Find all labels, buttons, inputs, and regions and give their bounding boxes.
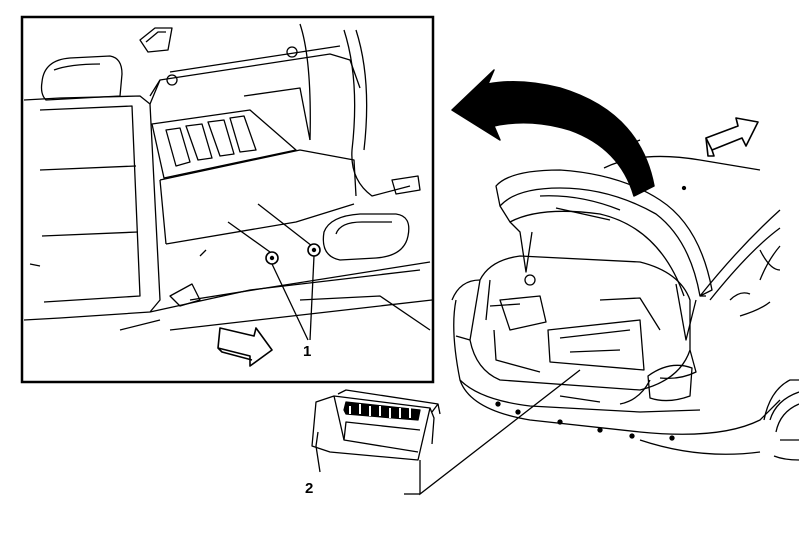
bumper-details (495, 401, 675, 441)
location-leaders (404, 369, 581, 496)
rear-wheel (763, 379, 799, 461)
tail-lamp (647, 364, 693, 402)
trim-fasteners (265, 243, 321, 265)
trunk-trim-panel (151, 87, 357, 245)
callout-1-leaders (271, 255, 315, 341)
seat-belt (299, 23, 421, 197)
headrest (40, 55, 123, 101)
parcel-shelf (139, 27, 361, 105)
forward-arrow-inset (217, 327, 273, 367)
inset-detail-view: 1 (20, 15, 435, 384)
callout-1-label: 1 (303, 343, 311, 360)
trunk-floor (119, 249, 433, 331)
inset-frame (20, 15, 435, 384)
open-lid-arrow (451, 69, 655, 197)
rear-quarter-panel (699, 209, 781, 317)
trunk-lid (495, 169, 713, 341)
callout-2-label: 2 (305, 480, 313, 497)
forward-arrow-vehicle (705, 117, 759, 157)
rear-bumper (451, 279, 781, 455)
vehicle-rear (451, 139, 799, 461)
trim-panel-removed (311, 389, 441, 461)
fastener-leaders (227, 203, 313, 253)
callout-2-leader (315, 431, 321, 473)
access-hole-cover (322, 213, 410, 261)
rear-seat-back (23, 95, 161, 321)
